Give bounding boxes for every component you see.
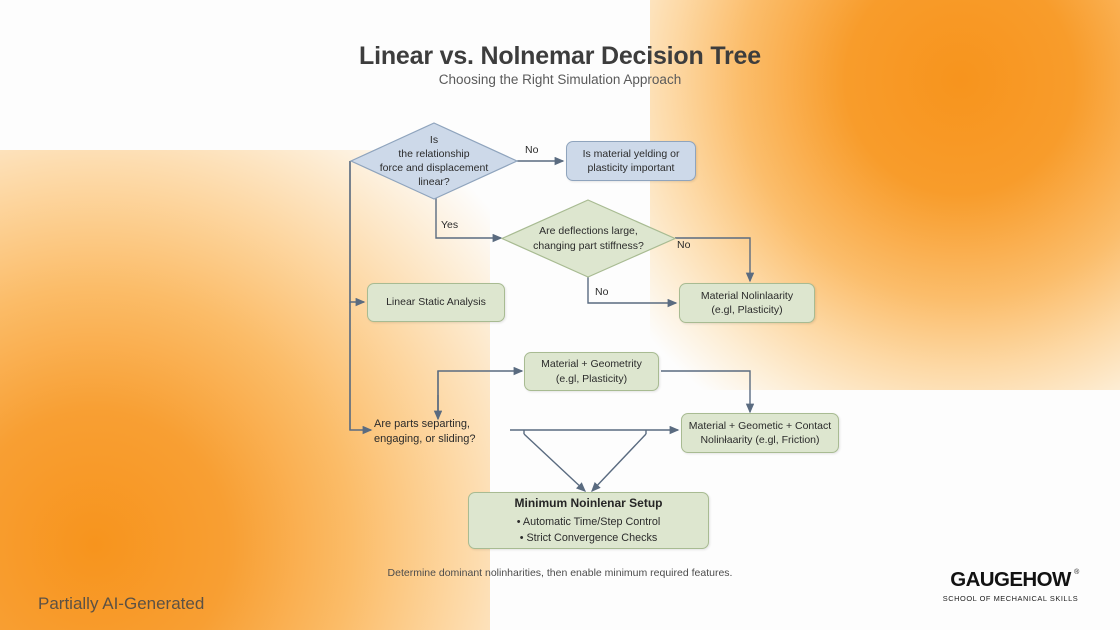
edge-label-no-top: No xyxy=(525,144,539,156)
material-nonlinear-line2: (e.gl, Plasticity) xyxy=(711,304,783,316)
logo-wordmark: GAUGEHOW ® xyxy=(950,568,1079,591)
material-yield-line2: plasticity important xyxy=(587,162,675,174)
material-yield-line1: Is material yelding or xyxy=(582,147,680,160)
q-parts-line2: engaging, or sliding? xyxy=(374,433,476,445)
mgc-line1: Material + Geometic + Contact xyxy=(688,419,832,432)
material-geometry-line1: Material + Geometrity xyxy=(541,358,642,371)
node-material-geometric-contact[interactable]: Material + Geometic + Contact Nolinłaari… xyxy=(681,413,839,453)
node-material-yielding[interactable]: Is material yelding or plasticity import… xyxy=(566,141,696,181)
decision-node-deflections[interactable]: Are deflections large, changing part sti… xyxy=(500,199,677,278)
decision-node-linear-relationship[interactable]: Is the relationship force and displaceme… xyxy=(349,122,519,200)
registered-trademark-icon: ® xyxy=(1074,569,1079,576)
diamond-shape-blue xyxy=(349,122,519,200)
page-subtitle: Choosing the Right Simulation Approach xyxy=(438,72,682,87)
page-title: Linear vs. Nolnemar Decision Tree xyxy=(359,42,761,70)
logo-tagline: SCHOOL OF MECHANICAL SKILLS xyxy=(942,594,1079,603)
mgc-line2: Nolinłaarity (e.gl, Friction) xyxy=(700,434,820,446)
edge-label-no-bottom: No xyxy=(595,286,609,298)
gaugehow-logo: GAUGEHOW ® SCHOOL OF MECHANICAL SKILLS xyxy=(928,568,1093,603)
minimum-setup-bullet-1: • Automatic Time/Step Control xyxy=(516,515,661,528)
edge-label-yes: Yes xyxy=(441,219,459,231)
minimum-setup-title: Minimum Noinlenar Setup xyxy=(514,495,663,510)
decision-node-parts-separating[interactable]: Are parts separting, engaging, or slidin… xyxy=(374,418,514,446)
node-linear-static-analysis[interactable]: Linear Static Analysis xyxy=(367,283,505,322)
diamond-shape-green xyxy=(500,199,677,278)
ai-generated-watermark: Partially AI-Generated xyxy=(38,594,205,613)
edge-label-no-right: No xyxy=(677,239,691,251)
logo-wordmark-text: GAUGEHOW xyxy=(950,568,1071,591)
linear-static-label: Linear Static Analysis xyxy=(386,296,486,309)
node-minimum-nonlinear-setup[interactable]: Minimum Noinlenar Setup • Automatic Time… xyxy=(468,492,709,549)
node-material-geometry[interactable]: Material + Geometrity (e.gl, Plasticity) xyxy=(524,352,659,391)
q-parts-line1: Are parts separting, xyxy=(374,417,470,430)
material-nonlinear-line1: Material Nolinlaarity xyxy=(700,289,794,302)
node-material-nonlinearity[interactable]: Material Nolinlaarity (e.gl, Plasticity) xyxy=(679,283,815,323)
material-geometry-line2: (e.gl, Plasticity) xyxy=(555,372,628,385)
footer-caption: Determine dominant nolinharities, then e… xyxy=(387,567,733,579)
minimum-setup-bullet-2: • Strict Convergence Checks xyxy=(519,531,658,544)
